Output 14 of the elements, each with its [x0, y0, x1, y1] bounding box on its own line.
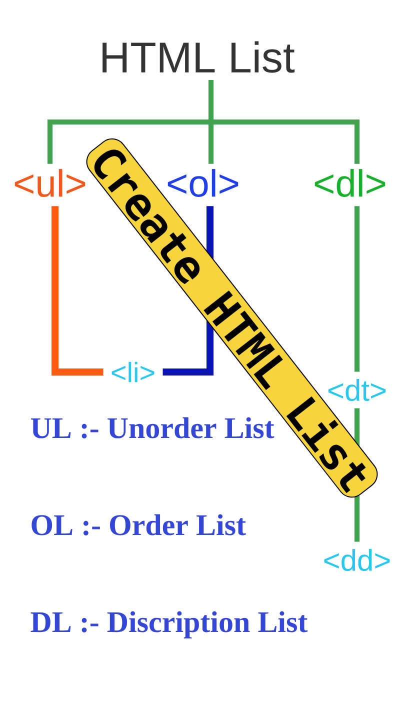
root-label: HTML List	[102, 41, 295, 73]
connector-line	[52, 206, 104, 376]
definition-text: OL :- Order List	[32, 514, 246, 536]
connector-line	[354, 206, 360, 372]
definition-text: UL :- Unorder List	[30, 417, 274, 438]
tag-label: <dd>	[324, 549, 390, 572]
connector-line	[48, 120, 211, 164]
connector-line	[208, 124, 214, 164]
tag-label: <dl>	[314, 169, 386, 197]
connector-line	[211, 120, 360, 164]
definition-text: DL :- Discription List	[30, 611, 308, 638]
tag-label: <ul>	[14, 169, 86, 197]
connector-line	[208, 80, 214, 120]
tag-label: <li>	[112, 362, 154, 382]
